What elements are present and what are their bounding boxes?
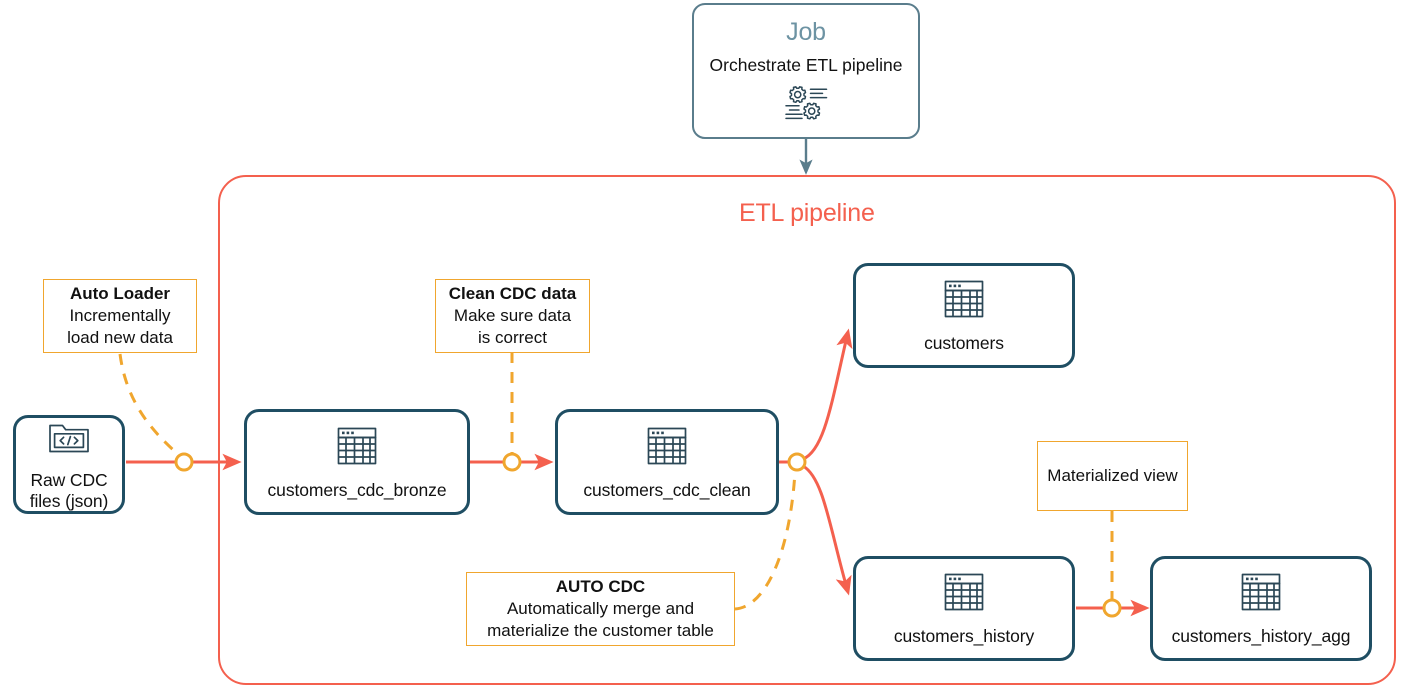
node-customers[interactable]: customers	[853, 263, 1075, 368]
node-label: customers_history_agg	[1171, 626, 1351, 647]
node-customers-cdc-clean[interactable]: customers_cdc_clean	[555, 409, 779, 515]
junction-auto-loader	[174, 452, 194, 472]
node-customers-cdc-bronze[interactable]: customers_cdc_bronze	[244, 409, 470, 515]
etl-pipeline-title: ETL pipeline	[739, 199, 875, 227]
node-label: customers_cdc_bronze	[267, 479, 447, 500]
gears-icon	[783, 83, 829, 128]
folder-code-icon	[46, 418, 92, 463]
table-icon	[1238, 570, 1284, 619]
node-customers-history[interactable]: customers_history	[853, 556, 1075, 661]
callout-body: Incrementally load new data	[67, 306, 173, 347]
callout-body: Make sure data is correct	[453, 306, 572, 347]
node-label: customers_history	[893, 626, 1035, 647]
callout-auto-cdc: AUTO CDC Automatically merge and materia…	[466, 572, 735, 646]
table-icon	[941, 277, 987, 326]
table-icon	[941, 570, 987, 619]
callout-body: Automatically merge and materialize the …	[487, 599, 714, 640]
callout-body: Materialized view	[1047, 466, 1178, 486]
callout-title: AUTO CDC	[555, 577, 646, 597]
job-title: Job	[786, 18, 826, 46]
callout-title: Auto Loader	[69, 284, 171, 304]
job-subtitle: Orchestrate ETL pipeline	[709, 54, 903, 75]
table-icon	[334, 424, 380, 473]
callout-clean-cdc: Clean CDC data Make sure data is correct	[435, 279, 590, 353]
callout-title: Clean CDC data	[448, 284, 577, 304]
callout-auto-loader: Auto Loader Incrementally load new data	[43, 279, 197, 353]
job-node[interactable]: Job Orchestrate ETL pipeline	[692, 3, 920, 139]
node-raw-cdc-files[interactable]: Raw CDC files (json)	[13, 415, 125, 514]
node-label: Raw CDC files (json)	[29, 469, 109, 511]
node-customers-history-agg[interactable]: customers_history_agg	[1150, 556, 1372, 661]
connector-auto-loader	[118, 353, 180, 457]
etl-pipeline-container	[218, 175, 1396, 685]
node-label: customers	[924, 333, 1004, 354]
table-icon	[644, 424, 690, 473]
node-label: customers_cdc_clean	[583, 479, 751, 500]
callout-materialized-view: Materialized view	[1037, 441, 1188, 511]
